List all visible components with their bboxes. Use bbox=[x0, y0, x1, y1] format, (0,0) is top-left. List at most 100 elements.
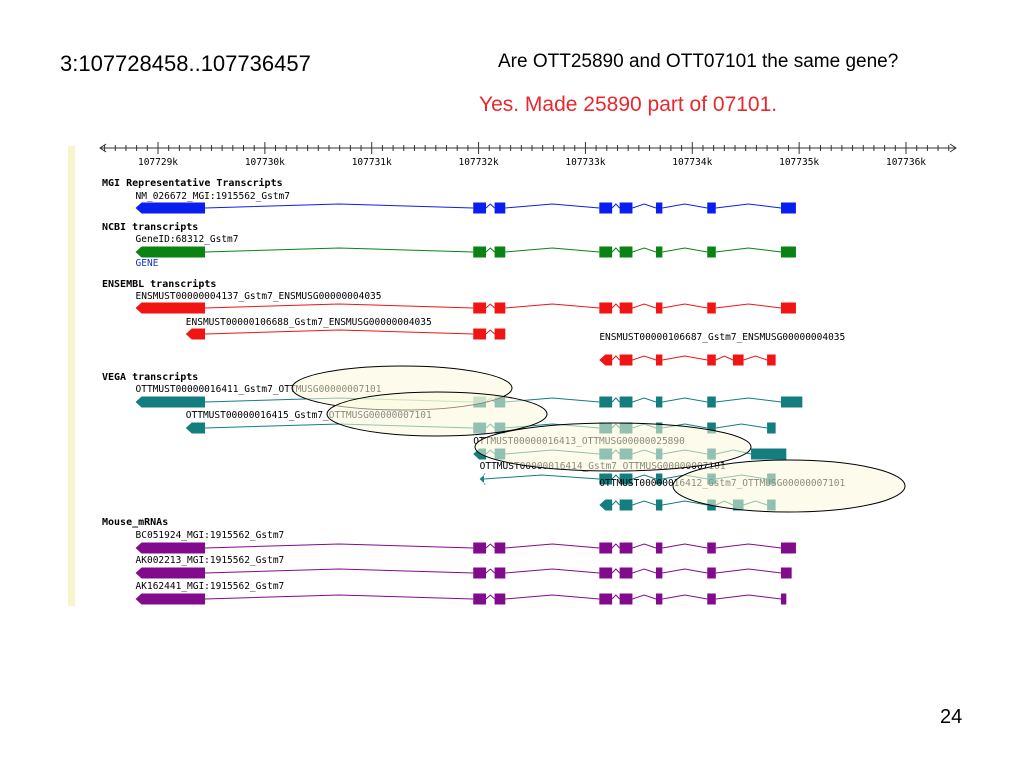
intron-line bbox=[632, 500, 657, 506]
intron-line bbox=[662, 203, 708, 209]
intron-line bbox=[632, 203, 657, 209]
exon-block bbox=[780, 202, 796, 214]
intron-line bbox=[611, 500, 620, 506]
intron-line bbox=[505, 543, 600, 549]
exon-block bbox=[619, 567, 633, 579]
intron-line bbox=[715, 397, 782, 403]
ruler-tick-label: 107732k bbox=[459, 157, 499, 168]
intron-line bbox=[632, 474, 657, 480]
intron-line bbox=[743, 355, 768, 361]
intron-line bbox=[715, 247, 782, 253]
transcript-label: BC051924_MGI:1915562_Gstm7 bbox=[136, 530, 285, 541]
intron-line bbox=[715, 423, 768, 429]
exon-block bbox=[479, 473, 486, 485]
intron-line bbox=[715, 543, 782, 549]
intron-line bbox=[205, 247, 474, 253]
intron-line bbox=[715, 203, 782, 209]
answer-text: Yes. Made 25890 part of 07101. bbox=[479, 93, 778, 116]
exon-block bbox=[780, 567, 792, 579]
exon-block bbox=[707, 542, 716, 554]
exon-block bbox=[494, 567, 506, 579]
transcript-label: NM_026672_MGI:1915562_Gstm7 bbox=[136, 191, 290, 202]
transcript bbox=[135, 593, 787, 605]
exon-block bbox=[655, 567, 663, 579]
exon-block bbox=[494, 202, 506, 214]
exon-block bbox=[185, 328, 206, 340]
intron-line bbox=[205, 543, 474, 549]
intron-line bbox=[662, 303, 708, 309]
transcript bbox=[135, 302, 796, 314]
intron-line bbox=[505, 568, 600, 574]
ruler-tick-label: 107733k bbox=[565, 157, 605, 168]
exon-block bbox=[619, 593, 633, 605]
exon-block bbox=[707, 354, 716, 366]
ruler-left-arrow bbox=[99, 143, 107, 153]
intron-line bbox=[505, 303, 600, 309]
exon-block bbox=[135, 593, 206, 605]
exon-block bbox=[473, 567, 487, 579]
transcript-label: AK002213_MGI:1915562_Gstm7 bbox=[136, 555, 285, 566]
transcript-label: AK162441_MGI:1915562_Gstm7 bbox=[136, 581, 285, 592]
intron-line bbox=[632, 355, 657, 361]
intron-line bbox=[715, 594, 782, 600]
exon-block bbox=[599, 396, 613, 408]
exon-block bbox=[780, 542, 796, 554]
exon-block bbox=[707, 302, 716, 314]
exon-block bbox=[494, 542, 506, 554]
exon-block bbox=[599, 354, 613, 366]
transcript-label: ENSMUST00000106688_Gstm7_ENSMUSG00000004… bbox=[186, 317, 432, 328]
intron-line bbox=[611, 594, 620, 600]
exon-block bbox=[599, 593, 613, 605]
intron-line bbox=[715, 355, 734, 361]
exon-block bbox=[655, 473, 663, 485]
exon-block bbox=[494, 593, 506, 605]
exon-block bbox=[619, 473, 633, 485]
exon-block bbox=[599, 473, 613, 485]
transcript-label: ENSMUST00000106687_Gstm7_ENSMUSG00000004… bbox=[599, 332, 845, 343]
ruler-tick-label: 107735k bbox=[779, 157, 819, 168]
exon-block bbox=[780, 396, 803, 408]
exon-block bbox=[619, 542, 633, 554]
exon-block bbox=[135, 542, 206, 554]
exon-block bbox=[655, 396, 663, 408]
intron-line bbox=[205, 329, 474, 335]
transcript bbox=[185, 328, 506, 340]
exon-block bbox=[655, 302, 663, 314]
intron-line bbox=[505, 203, 600, 209]
intron-line bbox=[662, 355, 708, 361]
intron-line bbox=[485, 543, 495, 549]
transcript bbox=[135, 542, 796, 554]
intron-line bbox=[715, 568, 782, 574]
intron-line bbox=[485, 247, 495, 253]
intron-line bbox=[632, 543, 657, 549]
exon-block bbox=[599, 302, 613, 314]
intron-line bbox=[485, 203, 495, 209]
exon-block bbox=[599, 542, 613, 554]
intron-line bbox=[205, 303, 474, 309]
exon-block bbox=[619, 302, 633, 314]
transcript-label: ENSMUST00000004137_Gstm7_ENSMUSG00000004… bbox=[136, 291, 382, 302]
exon-block bbox=[619, 396, 633, 408]
ruler-tick-label: 107736k bbox=[886, 157, 926, 168]
transcript bbox=[135, 202, 796, 214]
transcript bbox=[599, 354, 776, 366]
transcript-label: GeneID:68312_Gstm7 bbox=[136, 234, 239, 245]
track-header: ENSEMBL transcripts bbox=[102, 278, 216, 290]
question-text: Are OTT25890 and OTT07101 the same gene? bbox=[498, 51, 899, 72]
intron-line bbox=[205, 568, 474, 574]
exon-block bbox=[494, 246, 506, 258]
exon-block bbox=[655, 542, 663, 554]
transcript-label: OTTMUST00000016415_Gstm7_OTTMUSG00000007… bbox=[186, 410, 432, 421]
exon-block bbox=[707, 593, 716, 605]
exon-block bbox=[494, 302, 506, 314]
exon-block bbox=[780, 302, 796, 314]
exon-block bbox=[135, 396, 206, 408]
highlight-ellipse bbox=[326, 391, 548, 437]
exon-block bbox=[707, 567, 716, 579]
track-header: NCBI transcripts bbox=[102, 221, 198, 233]
page-number: 24 bbox=[940, 706, 963, 728]
intron-line bbox=[611, 397, 620, 403]
intron-line bbox=[632, 568, 657, 574]
intron-line bbox=[485, 568, 495, 574]
transcript bbox=[135, 246, 796, 258]
